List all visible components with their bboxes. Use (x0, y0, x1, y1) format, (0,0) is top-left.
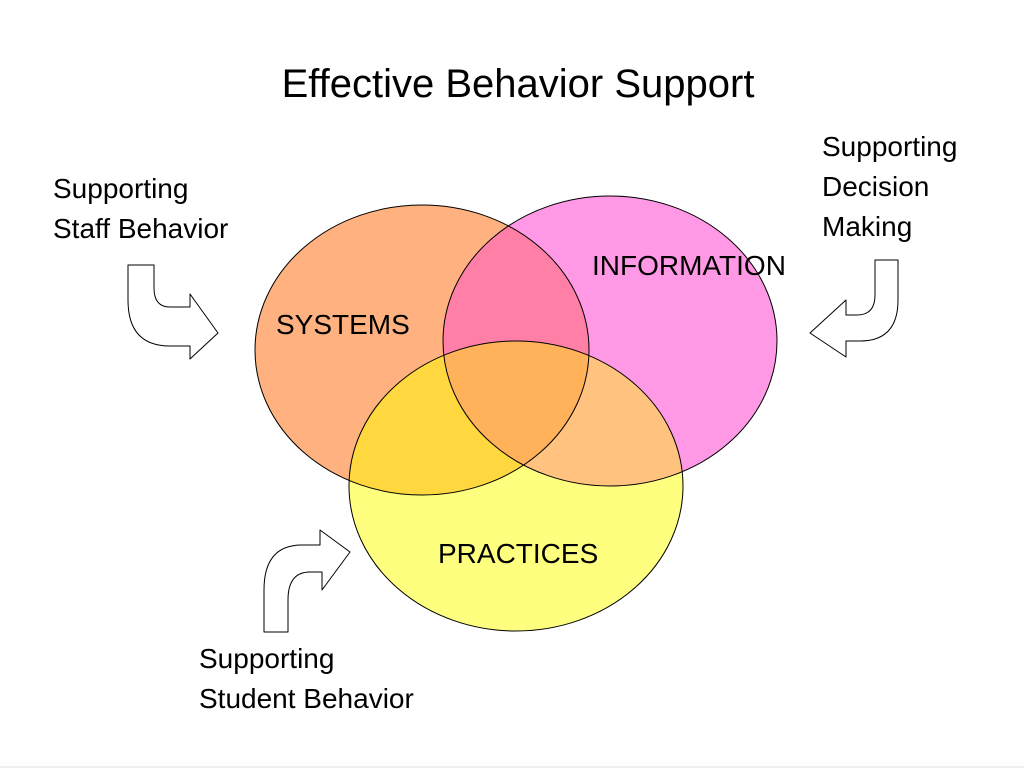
systems-label: SYSTEMS (276, 309, 410, 340)
caption-staff-line-1: Supporting (53, 173, 189, 204)
caption-decision-making: Supporting Decision Making (822, 127, 957, 247)
information-label: INFORMATION (592, 250, 786, 281)
caption-staff-line-2: Staff Behavior (53, 213, 229, 244)
caption-student-behavior: Supporting Student Behavior (199, 639, 414, 719)
caption-student-line-2: Student Behavior (199, 683, 414, 714)
practices-circle-outline (348, 340, 684, 632)
systems-circle-outline (254, 204, 590, 496)
arrow-curved-left-icon (809, 259, 899, 358)
practices-label: PRACTICES (438, 538, 599, 569)
caption-decision-line-1: Supporting (822, 131, 958, 162)
information-circle-outline (442, 195, 778, 487)
caption-decision-line-3: Making (822, 211, 913, 242)
bottom-divider (0, 766, 1024, 768)
arrow-curved-up-right-icon (263, 529, 351, 633)
caption-staff-behavior: Supporting Staff Behavior (53, 169, 228, 249)
caption-decision-line-2: Decision (822, 171, 930, 202)
slide-title: Effective Behavior Support (281, 62, 755, 106)
caption-student-line-1: Supporting (199, 643, 335, 674)
overlap-information-practices (443, 341, 683, 486)
arrow-curved-right-icon (127, 264, 219, 360)
